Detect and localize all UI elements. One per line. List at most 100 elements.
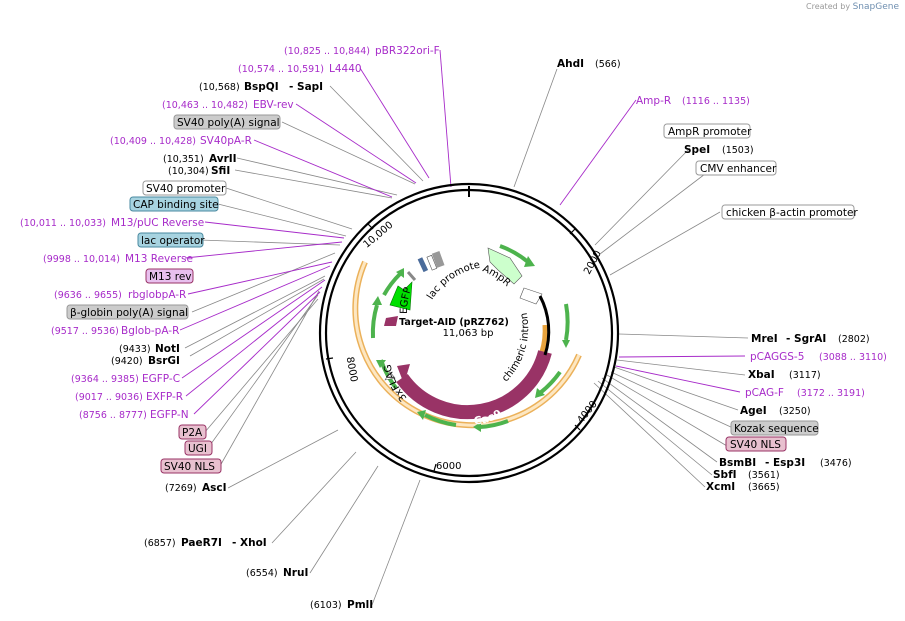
enzyme-bsmbi[interactable]: BsmBI — [719, 457, 756, 469]
primer-sv40pa[interactable]: SV40pA-R — [200, 135, 252, 147]
egfp-feature — [389, 281, 413, 311]
enzyme-xcmi[interactable]: XcmI — [706, 481, 735, 493]
p2a-box[interactable] — [178, 424, 207, 440]
feature-arc-orange-inner — [539, 324, 548, 353]
sv40-nls-right-text: SV40 NLS — [730, 439, 781, 451]
primer-pcaggs5-range: (3088 .. 3110) — [819, 352, 887, 363]
enzyme-bsrgi-pos: (9420) — [111, 356, 143, 367]
primer-amp-r-range: (1116 .. 1135) — [682, 96, 750, 107]
enzyme-xbai-pos: (3117) — [789, 370, 821, 381]
enzyme-bspqi[interactable]: BspQI — [244, 81, 279, 93]
primer-rbglob[interactable]: rbglobpA-R — [128, 289, 186, 301]
sv40-promoter-box[interactable] — [142, 180, 227, 196]
enzyme-mrei-pos: (2802) — [838, 334, 870, 345]
enzyme-paer7i-pos: (6857) — [144, 538, 176, 549]
enzyme-sgrai[interactable]: - SgrAI — [786, 333, 826, 345]
primer-l4440[interactable]: L4440 — [329, 63, 362, 75]
primer-egfp-c[interactable]: EGFP-C — [142, 373, 180, 385]
enzyme-avrii-pos: (10,351) — [163, 154, 204, 165]
cmv-enhancer-text: CMV enhancer — [700, 163, 777, 175]
enzyme-esp3i[interactable]: - Esp3I — [765, 457, 805, 469]
primer-pbr[interactable]: pBR322ori-F — [375, 45, 440, 57]
ugi-text: UGI — [188, 443, 207, 455]
cap-binding-text: CAP binding site — [133, 199, 219, 211]
primer-bglob-r[interactable]: Bglob-pA-R — [121, 325, 179, 337]
chicken-actin-box[interactable] — [721, 204, 855, 220]
sv40-polya-marker — [431, 251, 445, 268]
enzyme-xbai[interactable]: XbaI — [748, 369, 775, 381]
sv40-nls-left-box[interactable] — [160, 458, 222, 474]
ampr-promoter-text: AmpR promoter — [668, 126, 752, 138]
enzyme-sbfi-pos: (3561) — [748, 470, 780, 481]
ruler-ticks — [325, 223, 581, 472]
ampr-promoter-box[interactable] — [663, 123, 751, 139]
enzyme-agei[interactable]: AgeI — [740, 405, 767, 417]
primer-amp-r[interactable]: Amp-R — [636, 95, 671, 107]
primer-pcag-f[interactable]: pCAG-F — [745, 387, 784, 399]
enzyme-avrii[interactable]: AvrII — [209, 153, 237, 165]
enzyme-asci[interactable]: AscI — [202, 482, 227, 494]
sv40-polya-box[interactable] — [173, 114, 281, 130]
primer-exfp-r[interactable]: EXFP-R — [146, 391, 183, 403]
sv40-promoter-text: SV40 promoter — [146, 183, 226, 195]
ampr-promoter-marker — [519, 287, 543, 305]
lac-operator-marker — [417, 257, 429, 273]
enzyme-sfii[interactable]: SfiI — [211, 165, 230, 177]
sv40-promoter-marker — [426, 254, 438, 271]
enzyme-xhoi[interactable]: - XhoI — [232, 537, 267, 549]
sv40-nls-left-text: SV40 NLS — [164, 461, 215, 473]
m13-rev-text: M13 rev — [149, 271, 192, 283]
primer-egfp-n[interactable]: EGFP-N — [150, 409, 189, 421]
primer-m13-puc[interactable]: M13/pUC Reverse — [111, 217, 204, 229]
m13-rev-box[interactable] — [145, 268, 194, 284]
primer-m13-reverse[interactable]: M13 Reverse — [125, 253, 193, 265]
enzyme-mrei[interactable]: MreI — [751, 333, 778, 345]
primer-m13-reverse-range: (9998 .. 10,014) — [43, 254, 120, 265]
enzyme-pmli[interactable]: PmlI — [347, 599, 373, 611]
kozak-box[interactable] — [730, 420, 819, 436]
enzyme-sapi[interactable]: - SapI — [289, 81, 323, 93]
enzyme-sbfi[interactable]: SbfI — [713, 469, 737, 481]
enzyme-bsrgi[interactable]: BsrGI — [148, 355, 180, 367]
enzyme-bspqi-pos: (10,568) — [199, 82, 240, 93]
primer-bglob-r-range: (9517 .. 9536) — [51, 326, 119, 337]
enzyme-sfii-pos: (10,304) — [168, 166, 209, 177]
primer-ebv[interactable]: EBV-rev — [253, 99, 294, 111]
ugi-marker — [384, 371, 396, 381]
ugi-box[interactable] — [184, 440, 213, 456]
brand-prefix: Created by — [806, 2, 851, 11]
sv40-nls-right-box[interactable] — [725, 436, 787, 452]
primer-leaders — [179, 49, 746, 415]
ruler-label-6000: 6000 — [436, 461, 461, 472]
enzyme-paer7i[interactable]: PaeR7I — [181, 537, 222, 549]
chicken-actin-text: chicken β-actin promoter — [726, 207, 858, 219]
cmv-enhancer-box[interactable] — [695, 160, 777, 176]
enzyme-xcmi-pos: (3665) — [748, 482, 780, 493]
primer-exfp-r-range: (9017 .. 9036) — [75, 392, 143, 403]
plasmid-size: 11,063 bp — [443, 328, 494, 339]
snapgene-brand: Created by SnapGene — [806, 2, 899, 12]
enzyme-nrui[interactable]: NruI — [283, 567, 308, 579]
primer-pcag-f-range: (3172 .. 3191) — [797, 388, 865, 399]
cas9-feature — [396, 350, 552, 420]
enzyme-agei-pos: (3250) — [779, 406, 811, 417]
enzyme-ahdi-pos: (566) — [595, 59, 621, 70]
primer-pcaggs5[interactable]: pCAGGS-5 — [750, 351, 804, 363]
cap-binding-box[interactable] — [129, 196, 219, 212]
cap-marker — [406, 271, 417, 281]
lac-operator-box[interactable] — [137, 232, 204, 248]
beta-globin-box[interactable] — [66, 304, 189, 320]
backbone-outer — [318, 182, 620, 484]
feature-arrow-heads — [372, 256, 570, 432]
ampr-feature — [487, 247, 523, 285]
primer-egfp-c-range: (9364 .. 9385) — [71, 374, 139, 385]
enzyme-pmli-pos: (6103) — [310, 600, 342, 611]
cas9-arrowhead — [397, 364, 410, 384]
enzyme-bsmbi-pos: (3476) — [820, 458, 852, 469]
ruler-label-8000: 8000 — [344, 356, 359, 383]
enzyme-noti[interactable]: NotI — [155, 343, 180, 355]
enzyme-spei[interactable]: SpeI — [684, 144, 710, 156]
primer-sv40pa-range: (10,409 .. 10,428) — [110, 136, 196, 147]
enzyme-ahdi[interactable]: AhdI — [557, 58, 584, 70]
